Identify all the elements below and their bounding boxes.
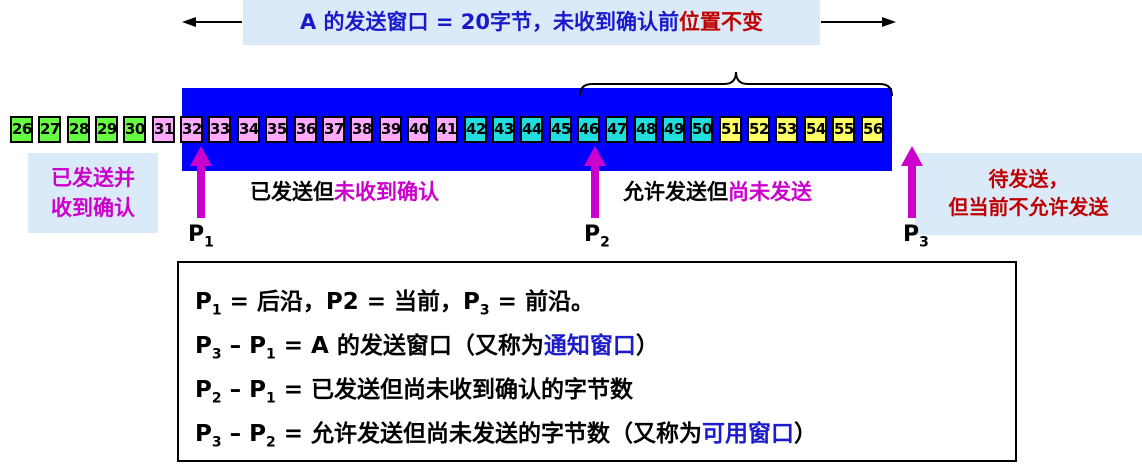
- p1-label: P1: [188, 222, 214, 251]
- byte-cell: 35: [265, 116, 288, 143]
- byte-cell: 31: [152, 116, 175, 143]
- window-right-arrow-line: [821, 21, 886, 23]
- byte-cell: 54: [804, 116, 827, 143]
- byte-cell: 30: [123, 116, 146, 143]
- byte-cell: 28: [67, 116, 90, 143]
- byte-cell: 48: [634, 116, 657, 143]
- right-arrow-icon: [882, 17, 896, 27]
- not-allowed-line-1: 待发送，: [988, 167, 1069, 191]
- byte-cell: 46: [577, 116, 600, 143]
- left-arrow-icon: [182, 17, 196, 27]
- not-allowed-panel: 待发送， 但当前不允许发送: [915, 153, 1142, 235]
- definitions-box: [177, 261, 1017, 462]
- byte-cell: 50: [690, 116, 713, 143]
- definition-line-2: P3 – P1 = A 的发送窗口（又称为通知窗口）: [195, 333, 659, 363]
- byte-cell: 41: [435, 116, 458, 143]
- usable-window-term: 可用窗口: [702, 421, 795, 447]
- allowed-label-prefix: 允许发送但: [623, 180, 728, 204]
- sent-label-prefix: 已发送但: [250, 180, 334, 204]
- definition-line-4: P3 – P2 = 允许发送但尚未发送的字节数（又称为可用窗口）: [195, 421, 818, 451]
- send-window-title: A 的发送窗口 = 20字节，未收到确认前位置不变: [243, 0, 820, 45]
- byte-cell: 26: [10, 116, 33, 143]
- acknowledged-line-1: 已发送并: [51, 166, 135, 190]
- byte-cell: 27: [38, 116, 61, 143]
- byte-cell: 42: [464, 116, 487, 143]
- not-allowed-line-2: 但当前不允许发送: [948, 195, 1109, 219]
- byte-cell: 39: [379, 116, 402, 143]
- byte-cell: 38: [350, 116, 373, 143]
- byte-cell: 45: [549, 116, 572, 143]
- title-prefix: A 的发送窗口 = 20字节，未收到确认前: [299, 10, 679, 34]
- byte-cell: 47: [605, 116, 628, 143]
- byte-cell: 56: [861, 116, 884, 143]
- p1-arrow-icon: [190, 146, 212, 218]
- byte-cell: 33: [208, 116, 231, 143]
- byte-cell: 29: [95, 116, 118, 143]
- byte-cell: 52: [747, 116, 770, 143]
- usable-window-brace: [579, 71, 893, 97]
- p2-label: P2: [584, 222, 610, 251]
- acknowledged-panel: 已发送并 收到确认: [28, 153, 158, 233]
- byte-cell: 40: [407, 116, 430, 143]
- p2-arrow-icon: [584, 146, 606, 218]
- sent-label-highlight: 未收到确认: [334, 180, 439, 204]
- p3-label: P3: [903, 222, 929, 251]
- acknowledged-line-2: 收到确认: [51, 196, 135, 220]
- p3-arrow-icon: [901, 146, 923, 218]
- definition-line-3: P2 – P1 = 已发送但尚未收到确认的字节数: [195, 377, 634, 407]
- byte-cell: 34: [237, 116, 260, 143]
- byte-cell: 55: [832, 116, 855, 143]
- byte-cell: 36: [294, 116, 317, 143]
- byte-cell: 53: [775, 116, 798, 143]
- allowed-label-highlight: 尚未发送: [728, 180, 812, 204]
- byte-cell: 37: [322, 116, 345, 143]
- byte-cell: 49: [662, 116, 685, 143]
- title-highlight: 位置不变: [679, 10, 763, 34]
- advertised-window-term: 通知窗口: [543, 333, 636, 359]
- window-left-arrow-line: [190, 21, 242, 23]
- usable-label: 允许发送但尚未发送: [623, 176, 812, 206]
- sent-unacked-label: 已发送但未收到确认: [250, 176, 439, 206]
- byte-cell: 44: [520, 116, 543, 143]
- byte-cell: 32: [180, 116, 203, 143]
- definition-line-1: P1 = 后沿，P2 = 当前，P3 = 前沿。: [195, 289, 594, 319]
- byte-cell: 43: [492, 116, 515, 143]
- byte-cell: 51: [719, 116, 742, 143]
